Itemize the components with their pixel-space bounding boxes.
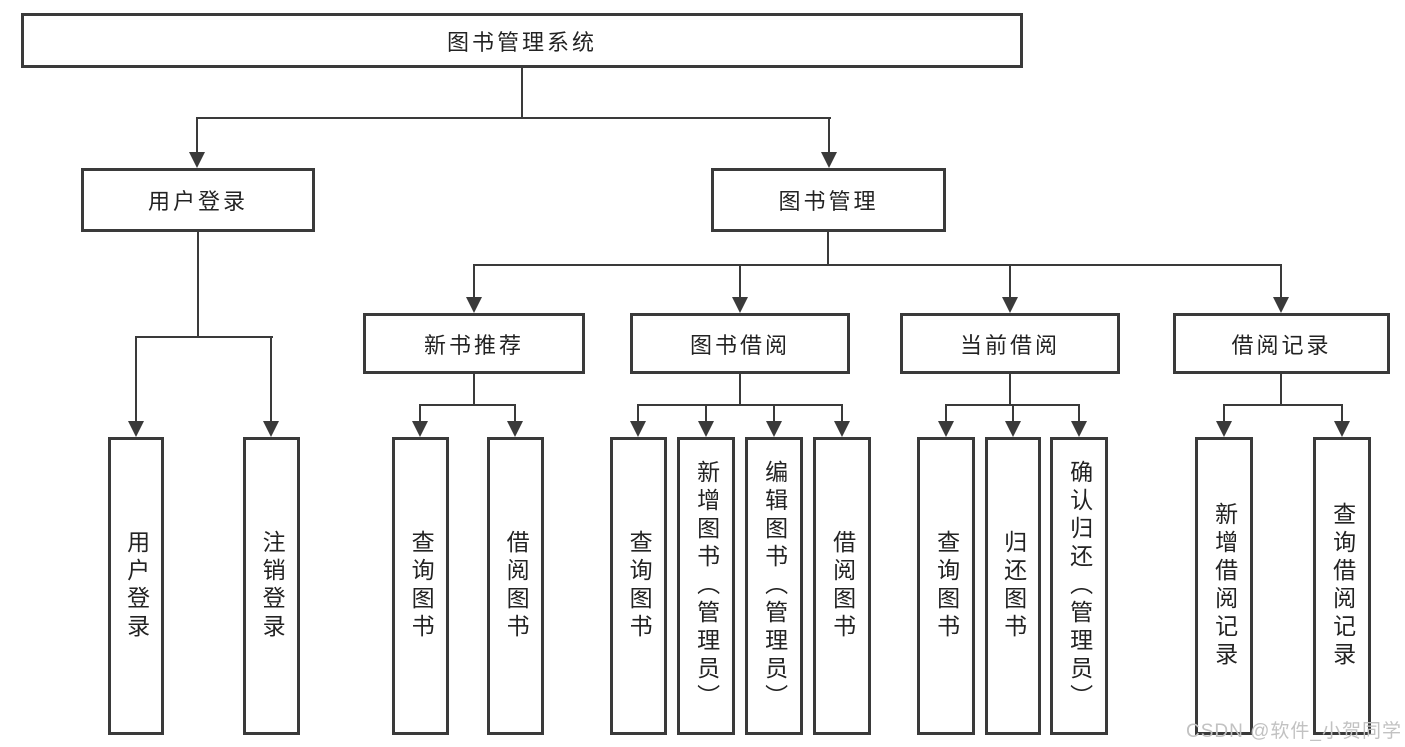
leaf-query-books-3: 查询图书 <box>917 437 975 735</box>
connector-line <box>197 231 199 337</box>
connector-line <box>1009 264 1011 298</box>
connector-line <box>1078 404 1080 422</box>
node-label: 图书管理 <box>778 189 879 214</box>
arrowhead-down-icon <box>412 421 428 437</box>
node-label: 新书推荐 <box>423 332 524 358</box>
leaf-add-borrow-record: 新增借阅记录 <box>1195 437 1253 735</box>
leaf-query-books-2: 查询图书 <box>610 437 667 735</box>
connector-line <box>739 373 741 405</box>
arrowhead-down-icon <box>189 152 205 168</box>
connector-line <box>1280 373 1282 405</box>
arrowhead-down-icon <box>466 297 482 313</box>
arrowhead-down-icon <box>698 421 714 437</box>
leaf-confirm-return-admin: 确认归还（管理员） <box>1050 437 1108 735</box>
leaf-label: 注销登录 <box>259 530 286 642</box>
connector-line <box>419 404 421 422</box>
connector-line <box>637 404 843 406</box>
node-label: 借阅记录 <box>1231 332 1332 358</box>
leaf-query-borrow-record: 查询借阅记录 <box>1313 437 1371 735</box>
connector-line <box>196 117 198 154</box>
connector-line <box>705 404 707 422</box>
arrowhead-down-icon <box>630 421 646 437</box>
node-user-login: 用户登录 <box>81 168 315 232</box>
arrowhead-down-icon <box>821 152 837 168</box>
connector-line <box>196 117 831 119</box>
watermark: CSDN @软件_小贺同学 <box>1186 721 1402 742</box>
node-root: 图书管理系统 <box>21 13 1023 68</box>
connector-line <box>1012 404 1014 422</box>
arrowhead-down-icon <box>1273 297 1289 313</box>
leaf-label: 新增图书（管理员） <box>693 460 720 712</box>
arrowhead-down-icon <box>732 297 748 313</box>
connector-line <box>270 336 272 423</box>
arrowhead-down-icon <box>938 421 954 437</box>
node-label: 用户登录 <box>147 189 248 214</box>
leaf-edit-books-admin: 编辑图书（管理员） <box>745 437 803 735</box>
node-label: 当前借阅 <box>959 332 1060 358</box>
connector-line <box>135 336 273 338</box>
node-new-book-recommend: 新书推荐 <box>363 313 585 374</box>
leaf-label: 新增借阅记录 <box>1211 502 1238 670</box>
arrowhead-down-icon <box>263 421 279 437</box>
leaf-add-books-admin: 新增图书（管理员） <box>677 437 735 735</box>
leaf-label: 编辑图书（管理员） <box>761 460 788 712</box>
connector-line <box>473 373 475 405</box>
node-book-borrow: 图书借阅 <box>630 313 850 374</box>
leaf-label: 查询图书 <box>408 530 435 642</box>
connector-line <box>1341 404 1343 422</box>
leaf-label: 查询图书 <box>933 530 960 642</box>
leaf-borrow-books-2: 借阅图书 <box>813 437 871 735</box>
node-current-borrow: 当前借阅 <box>900 313 1120 374</box>
connector-line <box>473 264 475 298</box>
leaf-label: 归还图书 <box>1000 530 1027 642</box>
connector-line <box>841 404 843 422</box>
leaf-borrow-books-1: 借阅图书 <box>487 437 544 735</box>
arrowhead-down-icon <box>1334 421 1350 437</box>
node-borrow-records: 借阅记录 <box>1173 313 1390 374</box>
leaf-label: 查询借阅记录 <box>1329 502 1356 670</box>
leaf-label: 查询图书 <box>626 530 653 642</box>
arrowhead-down-icon <box>766 421 782 437</box>
leaf-user-login: 用户登录 <box>108 437 164 735</box>
connector-line <box>739 264 741 298</box>
arrowhead-down-icon <box>1216 421 1232 437</box>
arrowhead-down-icon <box>1005 421 1021 437</box>
arrowhead-down-icon <box>1071 421 1087 437</box>
connector-line <box>135 336 137 423</box>
connector-line <box>1009 373 1011 405</box>
connector-line <box>637 404 639 422</box>
connector-line <box>827 231 829 266</box>
connector-line <box>514 404 516 422</box>
node-label: 图书管理系统 <box>446 29 597 55</box>
connector-line <box>773 404 775 422</box>
connector-line <box>1223 404 1225 422</box>
arrowhead-down-icon <box>128 421 144 437</box>
arrowhead-down-icon <box>507 421 523 437</box>
connector-line <box>521 67 523 118</box>
leaf-return-books: 归还图书 <box>985 437 1041 735</box>
leaf-logout-login: 注销登录 <box>243 437 300 735</box>
leaf-label: 借阅图书 <box>829 530 856 642</box>
leaf-query-books-1: 查询图书 <box>392 437 449 735</box>
arrowhead-down-icon <box>834 421 850 437</box>
connector-line <box>419 404 516 406</box>
connector-line <box>945 404 947 422</box>
node-book-management: 图书管理 <box>711 168 946 232</box>
leaf-label: 借阅图书 <box>503 530 530 642</box>
connector-line <box>473 264 1282 266</box>
leaf-label: 用户登录 <box>123 530 150 642</box>
connector-line <box>1280 264 1282 298</box>
connector-line <box>1223 404 1343 406</box>
node-label: 图书借阅 <box>689 332 790 358</box>
leaf-label: 确认归还（管理员） <box>1066 460 1093 712</box>
connector-line <box>828 117 830 154</box>
arrowhead-down-icon <box>1002 297 1018 313</box>
